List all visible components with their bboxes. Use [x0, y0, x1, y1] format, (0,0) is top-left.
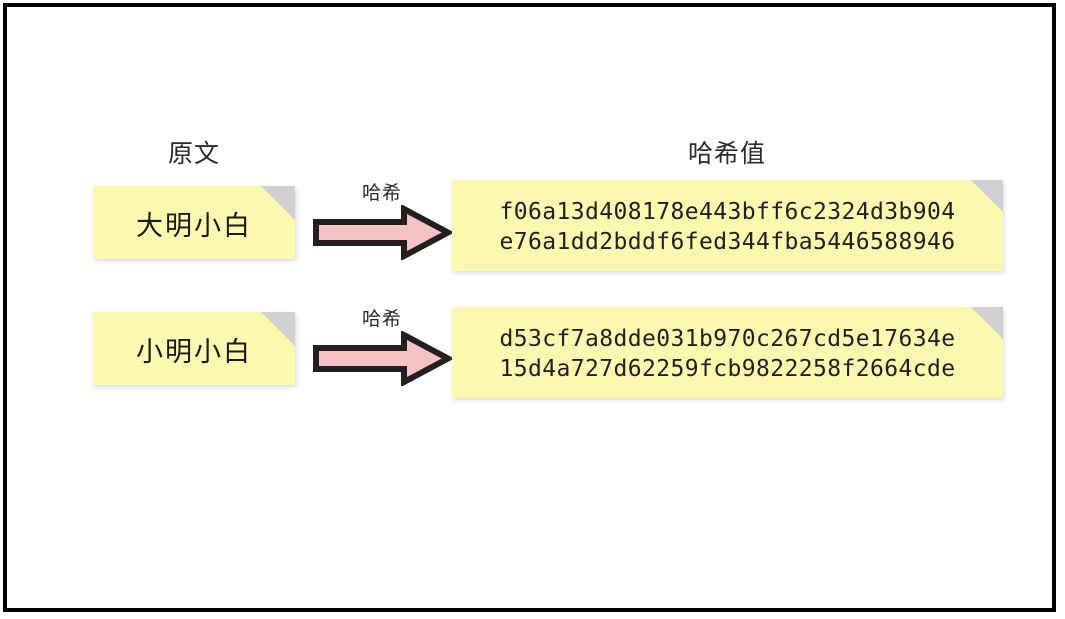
hash-note-2: d53cf7a8dde031b970c267cd5e17634e 15d4a72… — [452, 307, 1003, 398]
hash-arrow-1-label: 哈希 — [361, 183, 402, 204]
hash-arrow-2: 哈希 — [312, 304, 452, 386]
outer-frame — [3, 3, 1056, 612]
page-fold-corner-icon — [971, 180, 1003, 212]
source-note-1-text: 大明小白 — [136, 211, 252, 241]
page-fold-corner-icon — [261, 312, 295, 346]
hash-note-1-value: f06a13d408178e443bff6c2324d3b904 e76a1dd… — [452, 197, 1003, 257]
right-arrow-icon — [313, 205, 452, 260]
hash-note-2-value: d53cf7a8dde031b970c267cd5e17634e 15d4a72… — [452, 324, 1003, 384]
source-note-1: 大明小白 — [93, 186, 295, 259]
column-heading-hash: 哈希值 — [687, 140, 767, 168]
hash-note-2-line-2: 15d4a727d62259fcb9822258f2664cde — [499, 356, 956, 382]
hash-note-1-line-2: e76a1dd2bddf6fed344fba5446588946 — [499, 229, 956, 255]
hash-note-1: f06a13d408178e443bff6c2324d3b904 e76a1dd… — [452, 180, 1003, 271]
right-arrow-icon — [313, 331, 452, 386]
hash-arrow-2-label: 哈希 — [361, 309, 402, 330]
page-fold-corner-icon — [971, 307, 1003, 339]
source-note-2-text: 小明小白 — [136, 337, 252, 367]
source-note-2: 小明小白 — [93, 312, 295, 385]
column-heading-source: 原文 — [167, 140, 221, 168]
hash-note-1-line-1: f06a13d408178e443bff6c2324d3b904 — [499, 199, 956, 225]
hash-arrow-1: 哈希 — [312, 178, 452, 260]
hash-note-2-line-1: d53cf7a8dde031b970c267cd5e17634e — [499, 326, 956, 352]
page-fold-corner-icon — [261, 186, 295, 220]
